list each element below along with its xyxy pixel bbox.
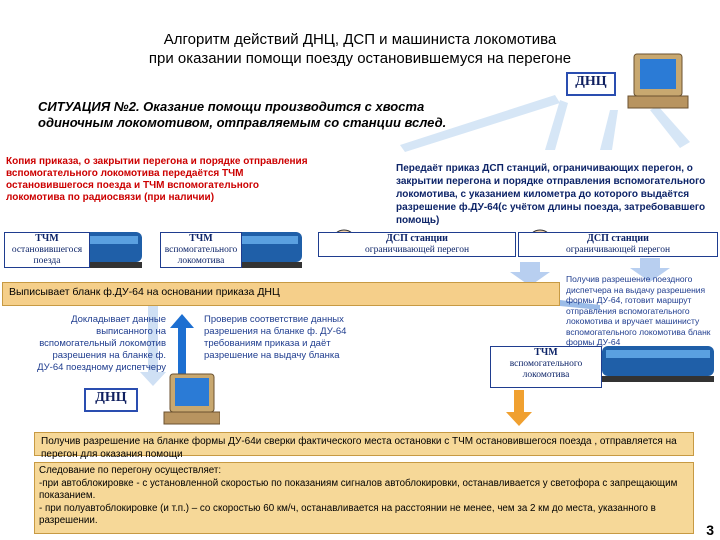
right-navy-text: Передаёт приказ ДСП станций, ограничиваю… xyxy=(396,163,706,226)
arrow-down-dsp2 xyxy=(630,258,670,282)
computer-icon xyxy=(627,53,689,109)
situation-text: СИТУАЦИЯ №2. Оказание помощи производитс… xyxy=(38,99,447,130)
tchm3-box: ТЧМ вспомогательного локомотива xyxy=(490,346,602,388)
computer-icon xyxy=(163,373,220,425)
dnc-computer-bottom xyxy=(120,372,220,428)
check-text: Проверив соответствие данных разрешения … xyxy=(204,314,347,361)
arrow-to-left-text xyxy=(400,95,560,152)
tchm2-box: ТЧМ вспомогательного локомотива xyxy=(160,232,242,268)
report-text: Докладывает данные выписанного на вспомо… xyxy=(37,314,166,373)
title-line-1: Алгоритм действий ДНЦ, ДСП и машиниста л… xyxy=(163,31,557,48)
locomotive-icon xyxy=(602,346,714,382)
band-depart: Получив разрешение на бланке формы ДУ-64… xyxy=(34,432,694,460)
arrow-up-blue xyxy=(170,314,194,386)
arrow-to-permission xyxy=(560,300,600,310)
dnc-computer-top xyxy=(598,52,690,112)
tchm3-sub: вспомогательного локомотива xyxy=(509,359,583,380)
permission-text: Получив разрешение поездного диспетчера … xyxy=(566,274,711,347)
arrow-to-dsp2 xyxy=(650,106,690,148)
dsp1-title: ДСП станции xyxy=(386,233,448,244)
tchm1-box: ТЧМ остановившегося поезда xyxy=(4,232,90,268)
band-travel-line-3: - при полуавтоблокировке (и т.п.) – со с… xyxy=(39,502,656,527)
dsp2-sub: ограничивающей перегон xyxy=(565,245,671,255)
arrow-to-right-text xyxy=(545,100,568,150)
tchm3-title: ТЧМ xyxy=(534,347,558,358)
dsp2-box: ДСП станции ограничивающей перегон xyxy=(518,232,718,257)
issue-bar: Выписывает бланк ф.ДУ-64 на основании пр… xyxy=(2,282,560,306)
dnc-label-bottom: ДНЦ xyxy=(84,388,138,412)
dsp1-sub: ограничивающей перегон xyxy=(364,245,470,255)
dsp2-title: ДСП станции xyxy=(587,233,649,244)
band-travel-line-1: Следование по перегону осуществляет: xyxy=(39,465,222,476)
arrow-to-dsp xyxy=(600,110,618,150)
issue-bar-text: Выписывает бланк ф.ДУ-64 на основании пр… xyxy=(9,286,280,298)
left-red-text: Копия приказа, о закрытии перегона и пор… xyxy=(6,156,308,203)
dnc-label-top: ДНЦ xyxy=(566,72,616,96)
arrow-down-light xyxy=(140,306,166,386)
tchm1-sub: остановившегося поезда xyxy=(11,245,83,266)
tchm2-sub: вспомогательного локомотива xyxy=(164,245,238,266)
dsp1-box: ДСП станции ограничивающей перегон xyxy=(318,232,516,257)
band-travel: Следование по перегону осуществляет: -пр… xyxy=(34,462,694,534)
title-line-2: при оказании помощи поезду остановившему… xyxy=(148,50,572,67)
page-title: Алгоритм действий ДНЦ, ДСП и машиниста л… xyxy=(60,30,660,68)
tchm1-title: ТЧМ xyxy=(35,233,59,244)
arrow-down-dsp xyxy=(510,262,550,286)
locomotive-3 xyxy=(598,340,716,386)
arrow-down-orange xyxy=(506,390,532,426)
tchm2-title: ТЧМ xyxy=(189,233,213,244)
band-travel-line-2: -при автоблокировке - с установленной ск… xyxy=(39,477,678,502)
page-number: 3 xyxy=(706,522,714,538)
